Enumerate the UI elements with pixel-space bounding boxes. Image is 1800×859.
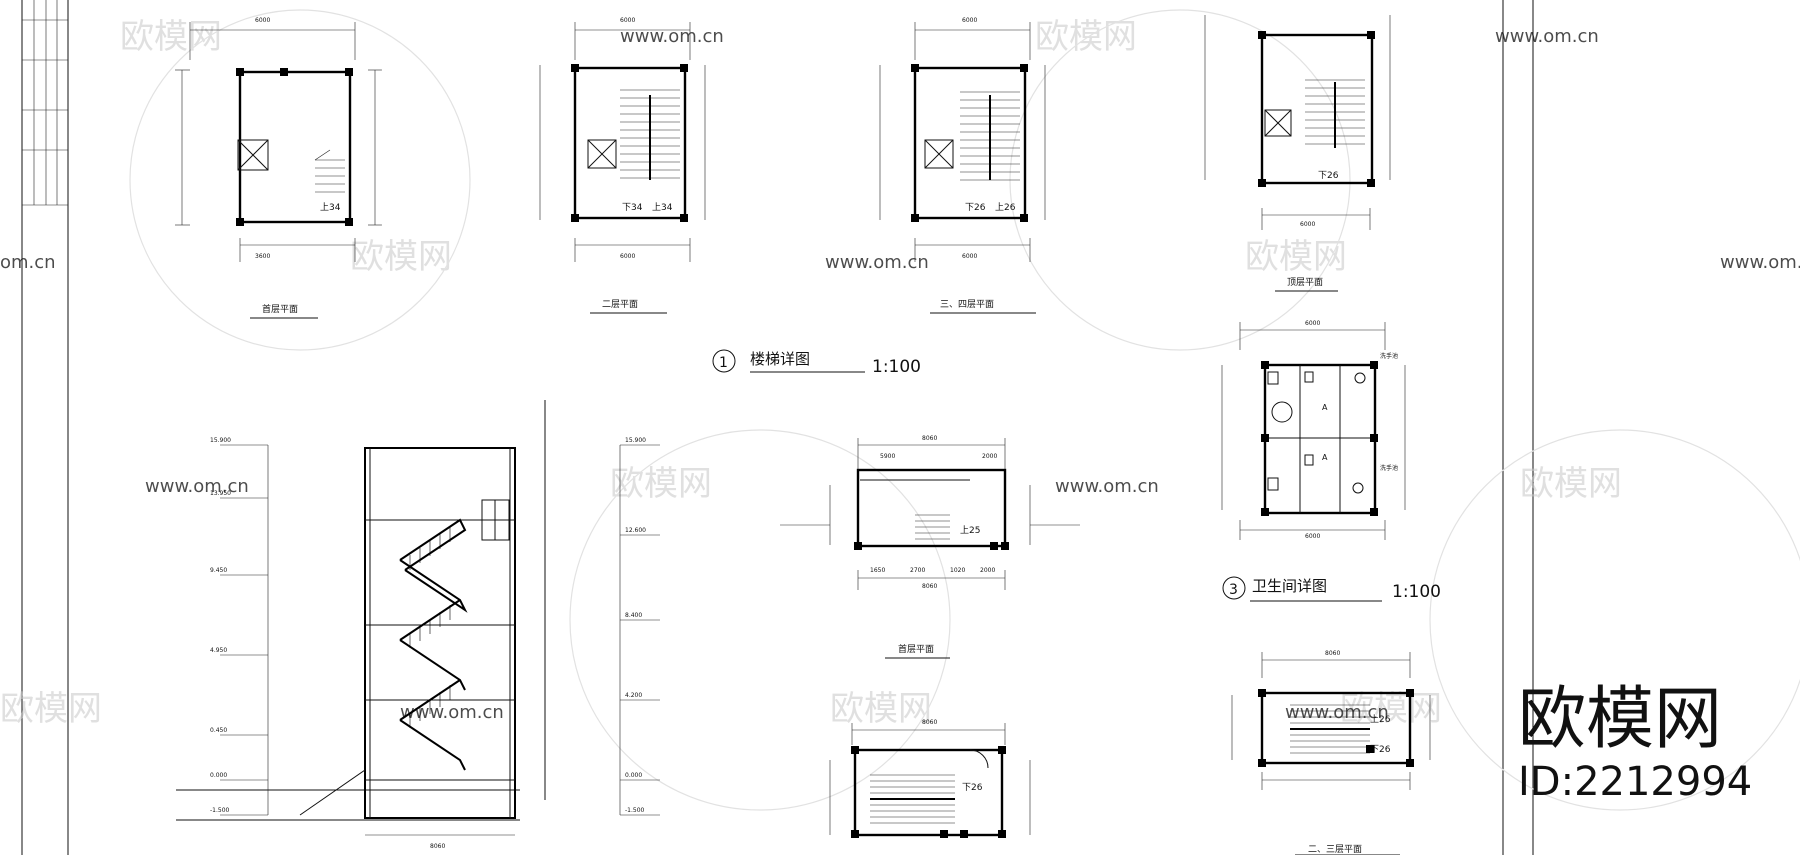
level-label: 0.450	[210, 727, 227, 734]
plan-title-ground: 首层平面	[262, 303, 298, 315]
plan-second-third-b: 8060 上26 下26 二、三层平面	[1231, 650, 1431, 856]
watermark-brand: 欧模网	[1520, 464, 1622, 504]
dim-label: 6000	[1300, 221, 1315, 228]
stair-direction-up: 上34	[652, 202, 673, 213]
level-label: 0.000	[625, 772, 642, 779]
stair-detail-title: 1 楼梯详图 1:100	[712, 349, 921, 377]
plan-title-top: 顶层平面	[1287, 277, 1323, 288]
watermark-url: www.om.cn	[620, 26, 724, 47]
toilet-mark: A	[1322, 453, 1328, 462]
dim-label: 8060	[922, 435, 937, 442]
detail-number: 3	[1229, 582, 1238, 598]
stair-railing	[409, 527, 451, 728]
stair-direction-up: 上25	[960, 525, 980, 536]
watermark-url: www.om.cn	[1720, 252, 1800, 273]
dim-label: 3600	[255, 253, 270, 260]
stair-direction-down: 下26	[965, 203, 986, 213]
level-label: 9.450	[210, 567, 227, 574]
level-label: 15.900	[210, 437, 231, 444]
dim-label: 8060	[430, 843, 445, 850]
detail-number: 1	[719, 355, 728, 371]
stair-direction-down: 下26	[962, 783, 983, 793]
toilet-mark: A	[1322, 403, 1328, 412]
brand-block: 欧模网 ID:2212994	[1518, 680, 1752, 805]
model-id: ID:2212994	[1518, 759, 1752, 805]
watermark-brand: 欧模网	[830, 689, 932, 729]
stair-direction-down: 下26	[1318, 171, 1339, 181]
dim-label: 6000	[255, 17, 270, 24]
level-label: -1.500	[210, 807, 230, 814]
dim-label: 6000	[962, 253, 977, 260]
watermark-brand: 欧模网	[0, 689, 102, 729]
detail-scale: 1:100	[1392, 582, 1441, 602]
watermark-url: www.om.cn	[1055, 476, 1159, 497]
stair-treads	[870, 774, 955, 824]
dim-label: 6000	[620, 17, 635, 24]
dim-label: 8060	[922, 583, 937, 590]
stair-section: 15.900 13.950 9.450 4.950 0.450 0.000 -1…	[176, 400, 660, 850]
detail-scale: 1:100	[872, 357, 921, 377]
plan-title-ground-b: 首层平面	[898, 643, 934, 655]
watermark-url: www.om.cn	[825, 252, 929, 273]
toilet-detail-title: 3 卫生间详图 1:100	[1222, 576, 1441, 602]
dim-label: 8060	[922, 719, 937, 726]
dim-label: 6000	[1305, 320, 1320, 327]
dim-label: 8060	[1325, 650, 1340, 657]
stair-direction-down: 下34	[622, 203, 643, 213]
brand-logo-text: 欧模网	[1518, 680, 1722, 759]
watermark-brand: 欧模网	[120, 17, 222, 57]
plan-third-fourth: 6000 6000 下26 上26 三、四层平面	[879, 17, 1046, 314]
level-label: 15.900	[625, 437, 646, 444]
watermark-url: www.om.cn	[1495, 26, 1599, 47]
watermark-url: om.cn	[0, 252, 56, 273]
fixture-label: 洗手池	[1380, 464, 1398, 472]
dim-label: 6000	[620, 253, 635, 260]
level-label: 4.200	[625, 692, 642, 699]
level-label: 13.950	[210, 490, 231, 497]
level-label: 4.950	[210, 647, 227, 654]
dim-label: 2000	[980, 567, 995, 574]
plan-ground-b: 8060 8060 5900 2000 1650 2700 1020 2000 …	[780, 435, 1080, 659]
stair-direction-down: 下26	[1370, 745, 1391, 755]
fixture-label: 洗手池	[1380, 352, 1398, 360]
watermark-url: www.om.cn	[145, 476, 249, 497]
dim-label: 1020	[950, 567, 965, 574]
watermark-brand: 欧模网	[1245, 237, 1347, 277]
stair-direction-up: 上34	[320, 202, 341, 213]
sheet-frame	[21, 0, 1534, 855]
plan-title-second-third-b: 二、三层平面	[1308, 844, 1362, 855]
watermark-url: www.om.cn	[400, 702, 504, 723]
level-label: -1.500	[625, 807, 645, 814]
dim-label: 6000	[1305, 533, 1320, 540]
level-label: 8.400	[625, 612, 642, 619]
dim-label: 6000	[962, 17, 977, 24]
watermark-brand: 欧模网	[1035, 17, 1137, 57]
dim-label: 5900	[880, 453, 895, 460]
plan-title-second: 二层平面	[602, 299, 638, 310]
watermark-brand: 欧模网	[350, 237, 452, 277]
stair-direction-up: 上26	[995, 202, 1016, 213]
level-label: 0.000	[210, 772, 227, 779]
detail-label: 楼梯详图	[750, 350, 810, 368]
level-label: 12.600	[625, 527, 646, 534]
plan-ground: 6000 3600 上34 首层平面	[175, 17, 382, 319]
watermark-url: www.om.cn	[1285, 702, 1389, 723]
dim-label: 2000	[982, 453, 997, 460]
detail-label: 卫生间详图	[1252, 577, 1327, 595]
stair-direction-up: 上26	[1370, 714, 1391, 725]
dim-label: 1650	[870, 567, 885, 574]
dim-label: 2700	[910, 567, 925, 574]
toilet-plan: 6000 6000 A A 洗手池 洗手池	[1221, 320, 1406, 540]
watermark-brand: 欧模网	[610, 464, 712, 504]
plan-second: 6000 6000 下34 上34 二层平面	[539, 17, 706, 314]
watermark-brand: 欧模网	[1340, 689, 1442, 729]
plan-middle-bottom: 8060 下26	[829, 719, 1031, 838]
plan-title-third-fourth: 三、四层平面	[940, 299, 994, 310]
watermarks: 欧模网 欧模网 欧模网 欧模网 欧模网 欧模网 欧模网 欧模网 欧模网 www.…	[0, 9, 1800, 811]
plan-top: 6000 下26 顶层平面	[1204, 15, 1391, 292]
